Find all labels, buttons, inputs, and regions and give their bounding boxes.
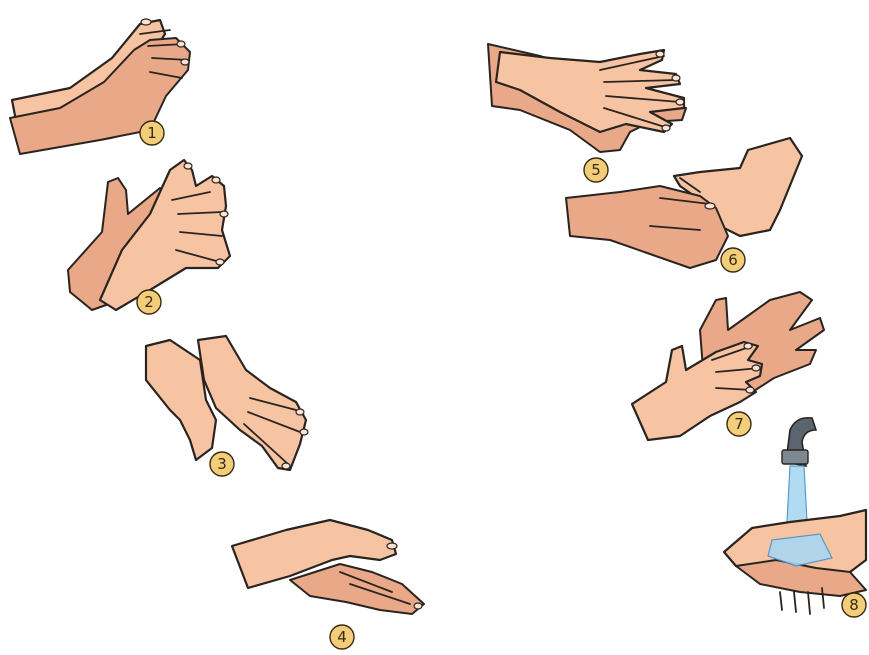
step-4-hands (232, 520, 424, 614)
step-badge-5: 5 (584, 158, 608, 182)
step-badge-3: 3 (210, 452, 234, 476)
step-number-8: 8 (849, 596, 859, 614)
step-number-6: 6 (728, 251, 738, 269)
step-3-hands (146, 336, 308, 470)
step-badge-2: 2 (137, 290, 161, 314)
step-badge-6: 6 (721, 248, 745, 272)
step-number-2: 2 (144, 293, 154, 311)
step-number-7: 7 (734, 415, 744, 433)
step-badge-4: 4 (330, 625, 354, 649)
step-badge-8: 8 (842, 593, 866, 617)
step-number-3: 3 (217, 455, 227, 473)
step-number-5: 5 (591, 161, 601, 179)
step-badge-7: 7 (727, 412, 751, 436)
step-6-hands (566, 138, 802, 268)
step-number-4: 4 (337, 628, 347, 646)
step-8-hands (724, 418, 866, 614)
step-2-hands (68, 160, 230, 310)
step-number-1: 1 (147, 124, 157, 142)
step-5-hands (488, 44, 686, 152)
step-badge-1: 1 (140, 121, 164, 145)
